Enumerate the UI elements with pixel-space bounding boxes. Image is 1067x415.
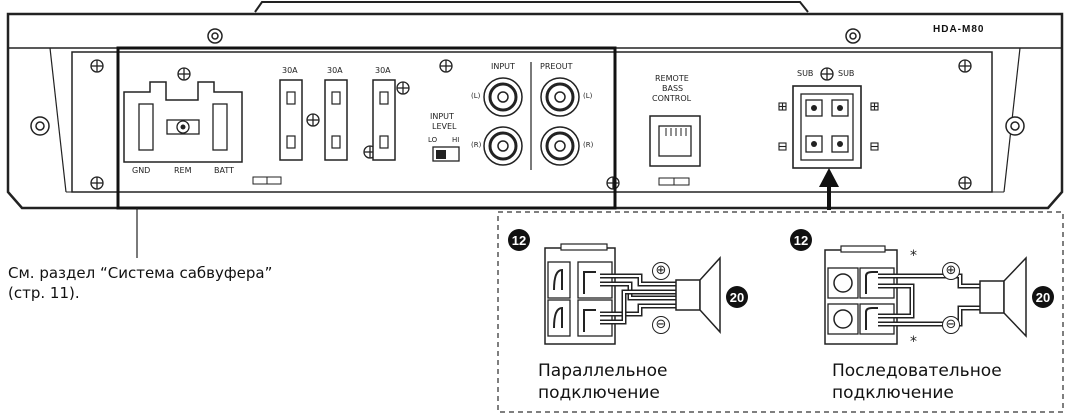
series-caption-line-1: Последовательное xyxy=(832,361,1002,381)
model-label: HDA-M80 xyxy=(933,24,985,35)
input-level-label-2: LEVEL xyxy=(432,122,457,131)
series-diagram xyxy=(824,245,1027,345)
minus-sign-series: ⊖ xyxy=(942,316,960,334)
series-caption: Последовательное подключение xyxy=(832,360,1002,404)
sub-left-label: SUB xyxy=(797,69,814,78)
remote-label-2: BASS xyxy=(662,84,684,93)
input-level-hi: HI xyxy=(452,136,460,144)
speaker-badge-parallel: 20 xyxy=(726,286,748,308)
fuse-label-2: 30A xyxy=(327,66,343,75)
input-level-label-1: INPUT xyxy=(430,112,454,121)
terminal-rem-label: REM xyxy=(174,166,192,175)
remote-label-3: CONTROL xyxy=(652,94,692,103)
reference-note: См. раздел “Система сабвуфера” (стр. 11)… xyxy=(8,263,272,303)
series-caption-line-2: подключение xyxy=(832,383,954,403)
connector-badge-series: 12 xyxy=(790,229,812,251)
input-level-lo: LO xyxy=(428,136,438,144)
parallel-caption-line-1: Параллельное xyxy=(538,361,668,381)
fuse-label-3: 30A xyxy=(375,66,391,75)
preout-left-label: (L) xyxy=(583,92,593,100)
reference-line-2: (стр. 11). xyxy=(8,284,80,302)
remote-label-1: REMOTE xyxy=(655,74,689,83)
parallel-caption: Параллельное подключение xyxy=(538,360,667,404)
sub-right-label: SUB xyxy=(838,69,855,78)
connector-badge-parallel: 12 xyxy=(508,229,530,251)
speaker-badge-series: 20 xyxy=(1032,286,1054,308)
asterisk-top: * xyxy=(910,248,917,264)
fuse-label-1: 30A xyxy=(282,66,298,75)
parallel-diagram xyxy=(544,243,721,345)
parallel-caption-line-2: подключение xyxy=(538,383,660,403)
minus-sign-parallel: ⊖ xyxy=(652,316,670,334)
input-right-label: (R) xyxy=(471,141,482,149)
terminal-batt-label: BATT xyxy=(214,166,234,175)
preout-right-label: (R) xyxy=(583,141,594,149)
preout-label: PREOUT xyxy=(540,62,573,71)
plus-sign-parallel: ⊕ xyxy=(652,262,670,280)
terminal-gnd-label: GND xyxy=(132,166,151,175)
plus-sign-series: ⊕ xyxy=(942,262,960,280)
asterisk-bottom: * xyxy=(910,334,917,350)
input-left-label: (L) xyxy=(471,92,481,100)
input-label: INPUT xyxy=(491,62,515,71)
reference-line-1: См. раздел “Система сабвуфера” xyxy=(8,264,273,282)
